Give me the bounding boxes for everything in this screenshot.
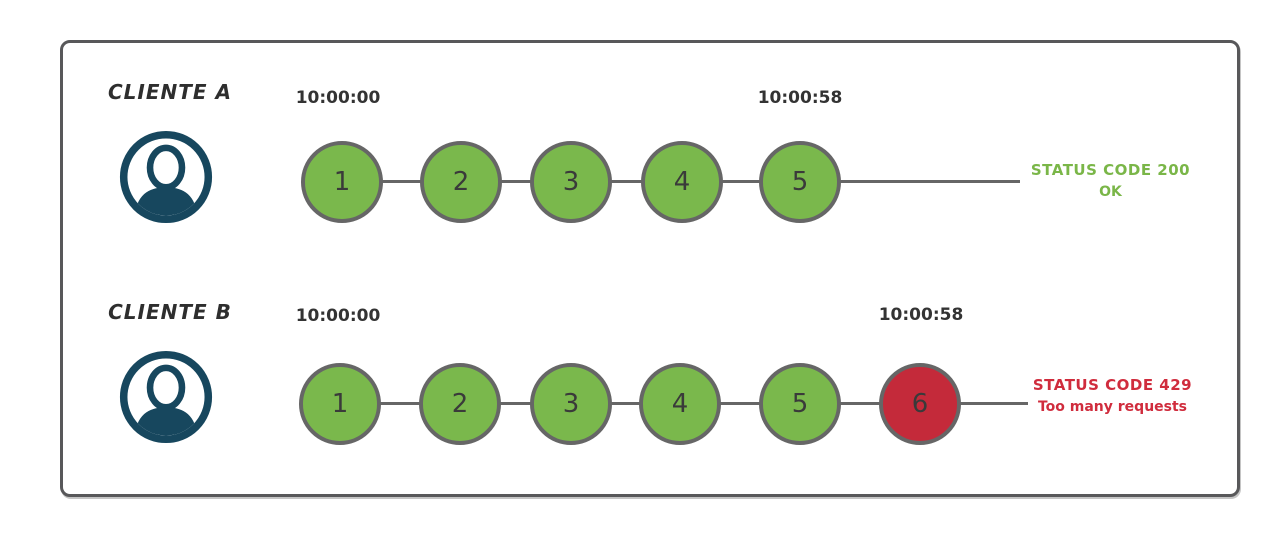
request-circle-1: 1	[301, 141, 383, 223]
status-message: OK	[1099, 184, 1122, 200]
user-avatar-icon	[119, 350, 213, 444]
request-circle-6: 6	[879, 363, 961, 445]
status-code: STATUS CODE 200	[1030, 161, 1191, 179]
start-timestamp: 10:00:00	[295, 306, 381, 326]
client-b-label: CLIENTE B	[108, 300, 232, 324]
request-circle-4: 4	[639, 363, 721, 445]
end-timestamp: 10:00:58	[878, 305, 964, 325]
request-circle-2: 2	[420, 141, 502, 223]
request-circle-1: 1	[299, 363, 381, 445]
status-text: STATUS CODE 200 OK	[1028, 159, 1193, 203]
status-text: STATUS CODE 429 Too many requests	[1030, 374, 1195, 418]
request-circle-3: 3	[530, 363, 612, 445]
user-avatar-icon	[119, 130, 213, 224]
status-code: STATUS CODE 429	[1032, 376, 1193, 394]
client-a-label: CLIENTE A	[107, 80, 232, 104]
start-timestamp: 10:00:00	[295, 88, 381, 108]
request-circle-4: 4	[641, 141, 723, 223]
request-circle-2: 2	[419, 363, 501, 445]
end-timestamp: 10:00:58	[757, 88, 843, 108]
request-circle-5: 5	[759, 141, 841, 223]
status-message: Too many requests	[1037, 399, 1188, 415]
request-circle-5: 5	[759, 363, 841, 445]
request-circle-3: 3	[530, 141, 612, 223]
